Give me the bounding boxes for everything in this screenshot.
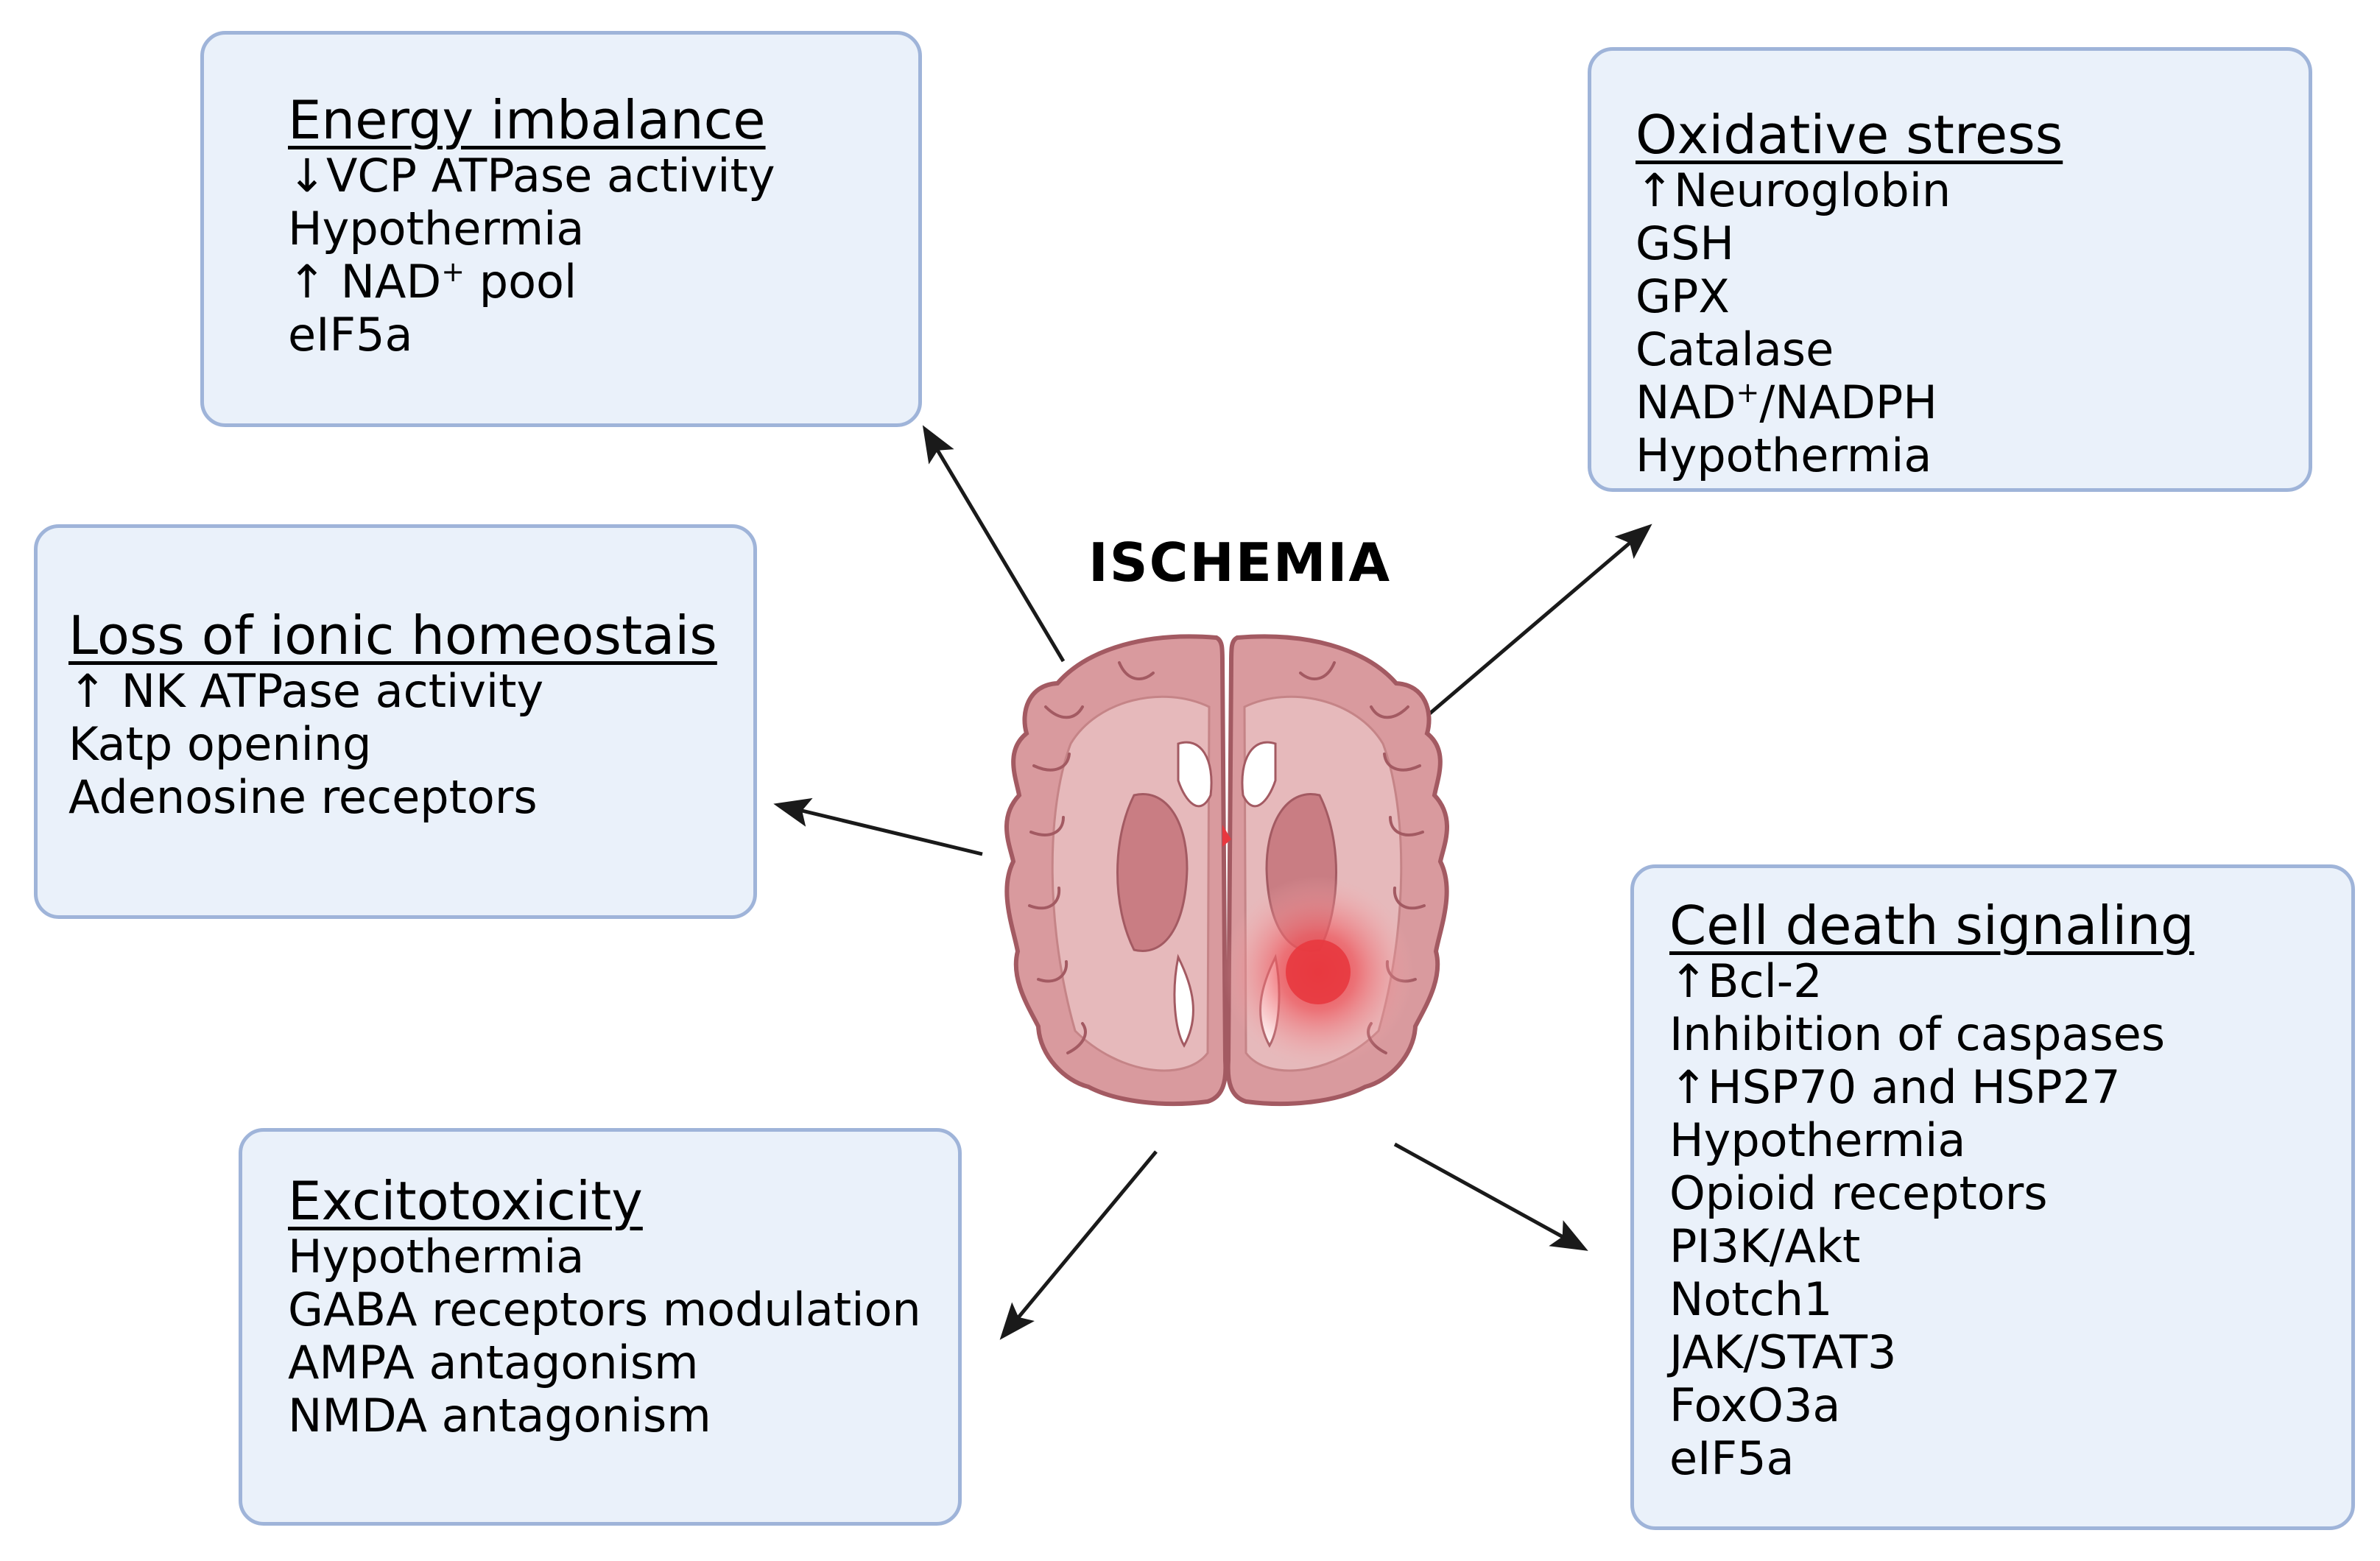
arrow-to-ionic xyxy=(773,797,983,856)
list-item: NMDA antagonism xyxy=(288,1389,711,1442)
list-item: ↑ NAD+ pool xyxy=(288,255,577,309)
list-item: Hypothermia xyxy=(288,1230,585,1283)
list-item: ↓VCP ATPase activity xyxy=(288,149,775,202)
list-item: AMPA antagonism xyxy=(288,1336,699,1389)
list-item: GSH xyxy=(1636,216,1735,270)
list-item: ↑ NK ATPase activity xyxy=(68,664,544,718)
list-item: Hypothermia xyxy=(1669,1113,1966,1167)
list-item: eIF5a xyxy=(1669,1431,1795,1485)
list-item: Opioid receptors xyxy=(1669,1166,2048,1220)
list-item: GPX xyxy=(1636,269,1730,323)
list-item: Inhibition of caspases xyxy=(1669,1007,2166,1061)
list-item: PI3K/Akt xyxy=(1669,1219,1861,1273)
arrow-to-energy xyxy=(922,425,1066,663)
list-item: GABA receptors modulation xyxy=(288,1283,921,1336)
arrow-to-cell-death xyxy=(1393,1142,1588,1251)
list-item: ↑HSP70 and HSP27 xyxy=(1669,1060,2121,1114)
ischemia-label: ISCHEMIA xyxy=(1088,532,1392,593)
list-item: Adenosine receptors xyxy=(68,770,538,824)
list-item: ↑Neuroglobin xyxy=(1636,163,1951,217)
list-item: Hypothermia xyxy=(288,202,585,256)
list-item: NAD+/NADPH xyxy=(1636,376,1937,429)
energy-imbalance-title: Energy imbalance xyxy=(288,89,766,151)
arrow-to-oxidative xyxy=(1415,524,1652,726)
list-item: Hypothermia xyxy=(1636,429,1932,482)
cell-death-title: Cell death signaling xyxy=(1669,895,2194,956)
ionic-homeostasis-title: Loss of ionic homeostais xyxy=(68,605,717,666)
arrow-to-excitotoxicity xyxy=(999,1150,1158,1340)
list-item: JAK/STAT3 xyxy=(1669,1325,1897,1379)
brain-illustration xyxy=(1004,634,1449,1107)
list-item: eIF5a xyxy=(288,308,413,362)
ionic-homeostasis-box: Loss of ionic homeostais ↑ NK ATPase act… xyxy=(34,524,757,919)
oxidative-stress-title: Oxidative stress xyxy=(1636,104,2063,166)
excitotoxicity-title: Excitotoxicity xyxy=(288,1170,643,1232)
list-item: FoxO3a xyxy=(1669,1378,1841,1432)
list-item: Katp opening xyxy=(68,717,372,771)
list-item: Notch1 xyxy=(1669,1272,1833,1326)
list-item: Catalase xyxy=(1636,323,1834,376)
list-item: ↑Bcl-2 xyxy=(1669,954,1823,1008)
